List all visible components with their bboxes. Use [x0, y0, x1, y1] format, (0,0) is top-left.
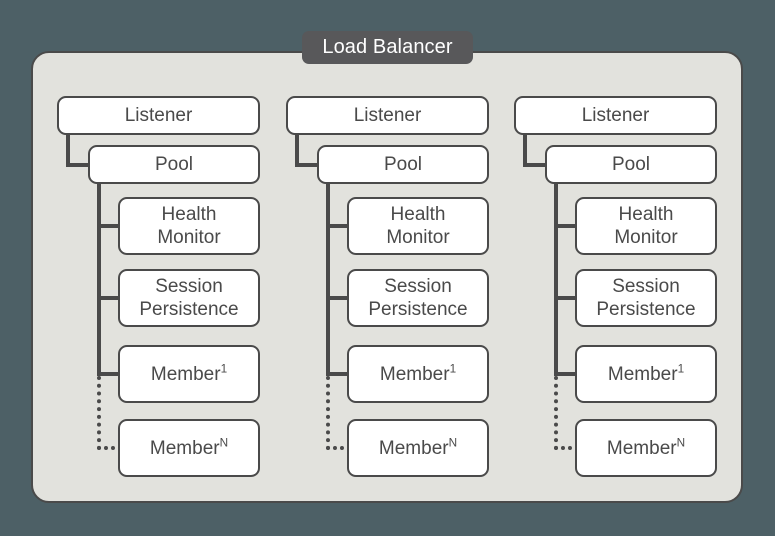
connector-pool-trunk: [97, 182, 101, 376]
node-health-monitor[interactable]: Health Monitor: [347, 197, 489, 255]
connector-listener-to-pool-horizontal: [523, 163, 549, 167]
node-member-first-label: Member1: [607, 362, 685, 385]
node-health-monitor[interactable]: Health Monitor: [118, 197, 260, 255]
node-member-first-superscript: 1: [220, 362, 228, 376]
node-listener[interactable]: Listener: [57, 96, 260, 135]
node-member-last-superscript: N: [448, 436, 458, 450]
connector-listener-to-pool-horizontal: [66, 163, 92, 167]
node-pool-label: Pool: [383, 154, 423, 175]
node-health-monitor-label: Health Monitor: [614, 204, 678, 248]
node-member-first-superscript: 1: [677, 362, 685, 376]
node-session-persistence-label: Session Persistence: [139, 276, 239, 320]
connector-dotted-horizontal: [554, 446, 579, 450]
connector-branch-session-persistence: [97, 296, 122, 300]
connector-dotted-horizontal: [326, 446, 351, 450]
node-session-persistence[interactable]: Session Persistence: [575, 269, 717, 327]
node-listener-label: Listener: [353, 105, 422, 126]
connector-branch-health-monitor: [326, 224, 351, 228]
node-listener-label: Listener: [581, 105, 650, 126]
connector-listener-to-pool-vertical: [66, 133, 70, 167]
node-member-last-label: MemberN: [149, 436, 229, 459]
connector-dotted-vertical: [97, 376, 101, 450]
node-health-monitor-label: Health Monitor: [386, 204, 450, 248]
connector-branch-member-first: [554, 372, 579, 376]
node-pool-label: Pool: [611, 154, 651, 175]
node-member-first[interactable]: Member1: [347, 345, 489, 403]
node-pool[interactable]: Pool: [88, 145, 260, 184]
connector-branch-session-persistence: [554, 296, 579, 300]
connector-dotted-vertical: [326, 376, 330, 450]
node-member-last-label: MemberN: [378, 436, 458, 459]
node-session-persistence-label: Session Persistence: [596, 276, 696, 320]
node-member-first-label: Member1: [379, 362, 457, 385]
node-member-last[interactable]: MemberN: [118, 419, 260, 477]
node-member-last-label: MemberN: [606, 436, 686, 459]
connector-branch-health-monitor: [554, 224, 579, 228]
node-listener[interactable]: Listener: [286, 96, 489, 135]
node-health-monitor-label: Health Monitor: [157, 204, 221, 248]
listener-column-1: Listener Pool Health Monitor Session Per…: [57, 53, 288, 505]
node-listener[interactable]: Listener: [514, 96, 717, 135]
listener-column-2: Listener Pool Health Monitor Session Per…: [286, 53, 517, 505]
connector-pool-trunk: [554, 182, 558, 376]
connector-listener-to-pool-vertical: [523, 133, 527, 167]
connector-branch-session-persistence: [326, 296, 351, 300]
node-health-monitor[interactable]: Health Monitor: [575, 197, 717, 255]
connector-branch-health-monitor: [97, 224, 122, 228]
node-member-last[interactable]: MemberN: [347, 419, 489, 477]
node-member-first-superscript: 1: [449, 362, 457, 376]
connector-pool-trunk: [326, 182, 330, 376]
load-balancer-container: Listener Pool Health Monitor Session Per…: [31, 51, 743, 503]
node-pool[interactable]: Pool: [545, 145, 717, 184]
connector-listener-to-pool-vertical: [295, 133, 299, 167]
node-member-last[interactable]: MemberN: [575, 419, 717, 477]
load-balancer-title-badge: Load Balancer: [302, 31, 473, 64]
connector-dotted-horizontal: [97, 446, 122, 450]
node-pool[interactable]: Pool: [317, 145, 489, 184]
connector-branch-member-first: [326, 372, 351, 376]
node-session-persistence-label: Session Persistence: [368, 276, 468, 320]
node-member-last-superscript: N: [676, 436, 686, 450]
listener-column-3: Listener Pool Health Monitor Session Per…: [514, 53, 745, 505]
node-session-persistence[interactable]: Session Persistence: [347, 269, 489, 327]
node-listener-label: Listener: [124, 105, 193, 126]
node-member-last-superscript: N: [219, 436, 229, 450]
connector-listener-to-pool-horizontal: [295, 163, 321, 167]
connector-branch-member-first: [97, 372, 122, 376]
node-session-persistence[interactable]: Session Persistence: [118, 269, 260, 327]
connector-dotted-vertical: [554, 376, 558, 450]
node-pool-label: Pool: [154, 154, 194, 175]
node-member-first-label: Member1: [150, 362, 228, 385]
node-member-first[interactable]: Member1: [118, 345, 260, 403]
node-member-first[interactable]: Member1: [575, 345, 717, 403]
